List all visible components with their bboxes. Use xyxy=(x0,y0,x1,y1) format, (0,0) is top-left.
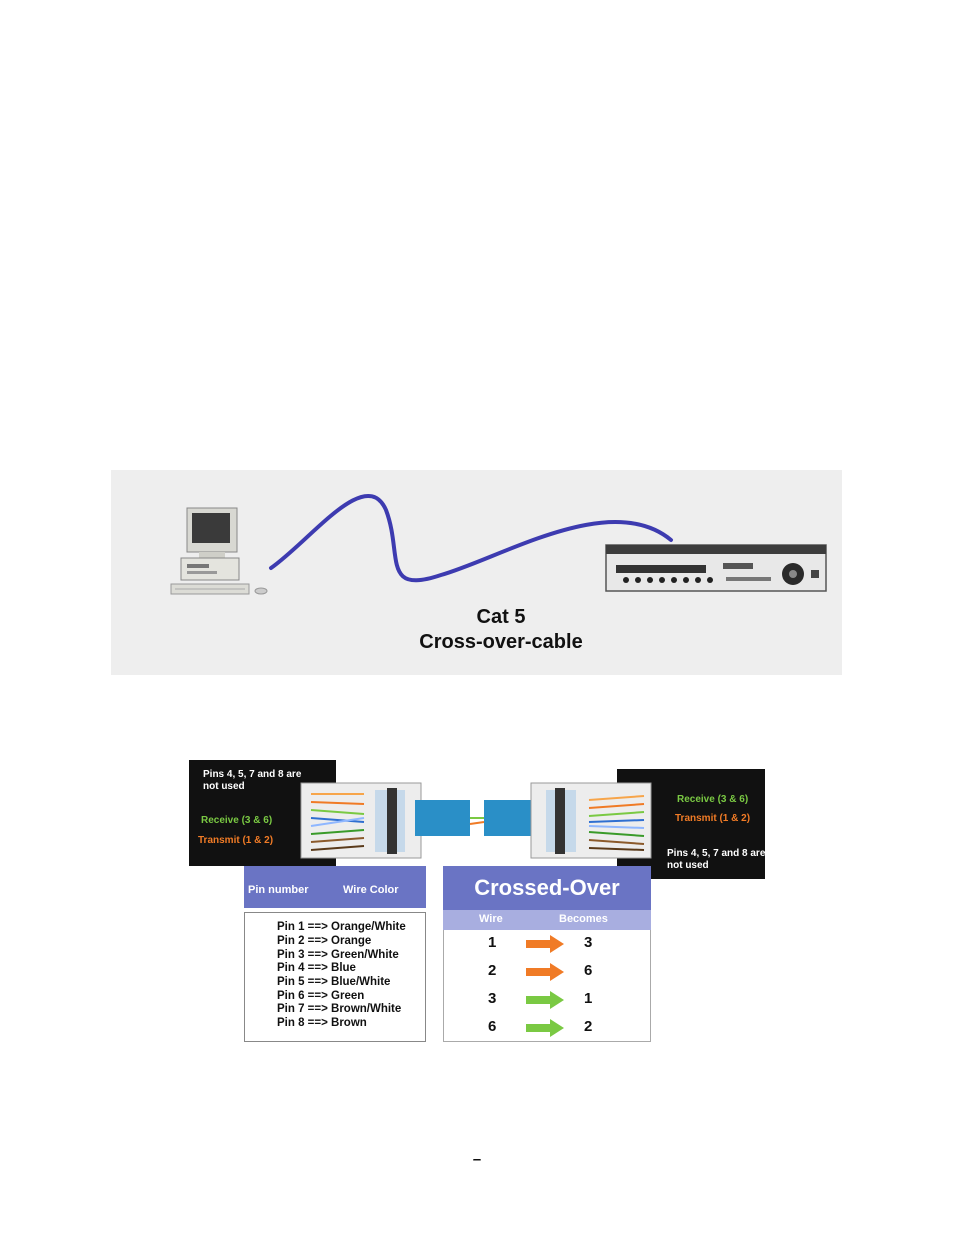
computer-icon xyxy=(170,507,268,595)
wire-value: 6 xyxy=(488,1018,497,1035)
crossed-over-title: Crossed-Over xyxy=(474,875,620,900)
pin-color-table: Pin number Wire Color Pin 1 ==> Orange/W… xyxy=(244,866,426,1042)
cross-row: 2 6 xyxy=(444,958,650,986)
arrow-right-icon xyxy=(526,1019,564,1037)
becomes-column-header: Becomes xyxy=(559,913,608,925)
pin-row: Pin 5 ==> Blue/White xyxy=(277,976,391,988)
left-unused-pins-note: Pins 4, 5, 7 and 8 are not used xyxy=(203,769,302,792)
wire-value: 2 xyxy=(488,962,497,979)
becomes-value: 1 xyxy=(584,990,593,1007)
wire-color-header: Wire Color xyxy=(343,884,399,896)
crossed-over-subheader: Wire Becomes xyxy=(443,910,651,930)
becomes-value: 6 xyxy=(584,962,593,979)
pin-row: Pin 6 ==> Green xyxy=(277,990,365,1002)
arrow-right-icon xyxy=(526,963,564,981)
pin-row: Pin 8 ==> Brown xyxy=(277,1017,367,1029)
pin-table-header: Pin number Wire Color xyxy=(244,866,426,908)
left-transmit-label: Transmit (1 & 2) xyxy=(198,835,274,846)
cat5-cable xyxy=(269,493,673,583)
becomes-value: 2 xyxy=(584,1018,593,1035)
right-rj45-plug-icon xyxy=(530,782,652,859)
pin-row: Pin 7 ==> Brown/White xyxy=(277,1003,402,1015)
left-rj45-plug-icon xyxy=(300,782,422,859)
wire-column-header: Wire xyxy=(479,913,503,925)
crossed-over-title-bar: Crossed-Over xyxy=(443,866,651,910)
right-transmit-label: Transmit (1 & 2) xyxy=(675,813,751,824)
right-receive-label: Receive (3 & 6) xyxy=(677,794,749,805)
connector-drawing xyxy=(300,782,652,859)
cross-row: 1 3 xyxy=(444,930,650,958)
setup-drawing xyxy=(170,493,827,595)
arrow-right-icon xyxy=(526,935,564,953)
right-unused-pins-note: Pins 4, 5, 7 and 8 are not used xyxy=(667,848,766,871)
crossed-over-table: Crossed-Over Wire Becomes 1 3 2 6 3 1 xyxy=(443,866,651,1042)
pin-row: Pin 4 ==> Blue xyxy=(277,962,356,974)
dvr-device-icon xyxy=(605,544,827,592)
pin-row: Pin 2 ==> Orange xyxy=(277,935,372,947)
cable-body xyxy=(415,800,539,836)
left-receive-label: Receive (3 & 6) xyxy=(201,815,273,826)
wire-value: 1 xyxy=(488,934,497,951)
pin-table-body: Pin 1 ==> Orange/White Pin 2 ==> Orange … xyxy=(244,912,426,1042)
arrow-right-icon xyxy=(526,991,564,1009)
caption-cross-over-cable: Cross-over-cable xyxy=(419,631,583,653)
cross-row: 3 1 xyxy=(444,986,650,1014)
becomes-value: 3 xyxy=(584,934,593,951)
wire-value: 3 xyxy=(488,990,497,1007)
crossed-over-body: 1 3 2 6 3 1 6 2 xyxy=(443,930,651,1042)
network-setup-illustration: Cat 5 Cross-over-cable xyxy=(111,470,842,675)
rj45-connectors-illustration: Pins 4, 5, 7 and 8 are not used Pins 4, … xyxy=(189,760,765,880)
page-number: _ xyxy=(473,1146,481,1161)
cross-row: 6 2 xyxy=(444,1014,650,1042)
pin-row: Pin 3 ==> Green/White xyxy=(277,949,399,961)
pin-number-header: Pin number xyxy=(248,884,309,896)
caption-cat5: Cat 5 xyxy=(476,606,526,628)
pin-row: Pin 1 ==> Orange/White xyxy=(277,921,406,933)
